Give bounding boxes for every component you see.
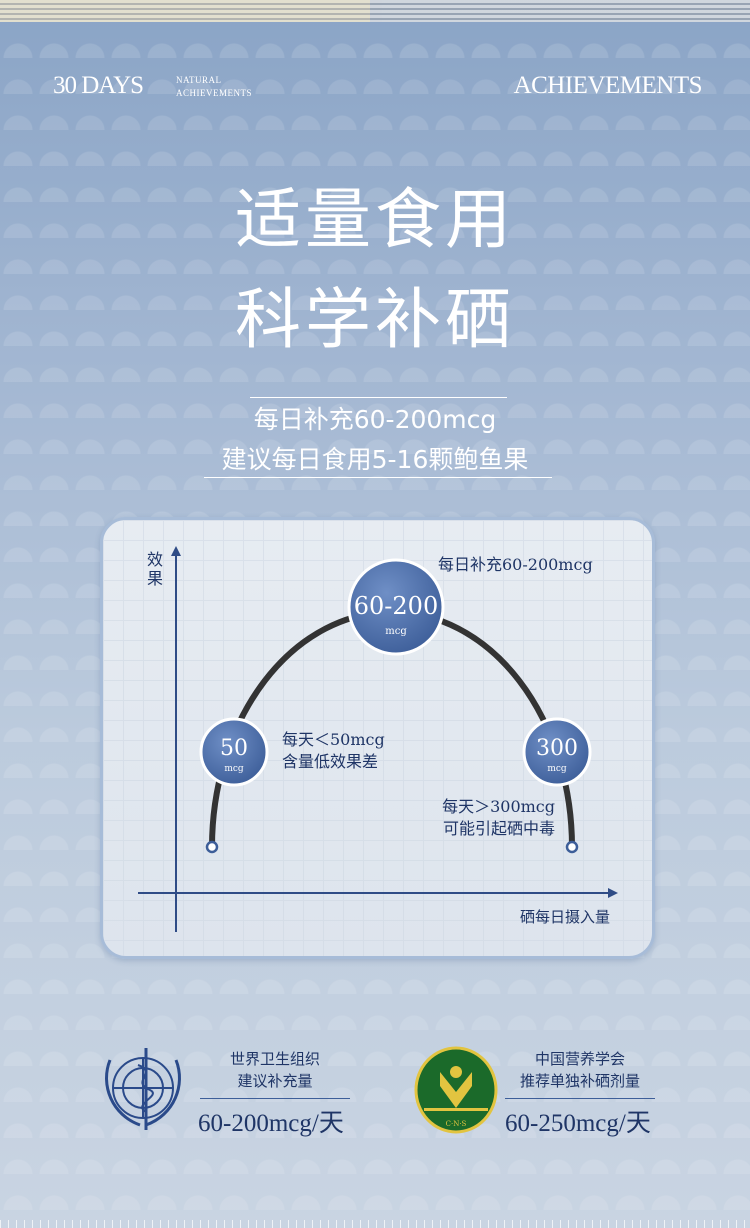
divider — [200, 1098, 350, 1099]
optimal-note: 每日补充60-200mcg — [438, 555, 593, 574]
point-50: 50 mcg — [199, 717, 269, 787]
y-axis-arrow-icon — [171, 546, 181, 556]
curve-end-point — [565, 840, 579, 854]
y-axis-label-1: 效 — [147, 550, 163, 569]
top-decorative-stripes — [0, 0, 750, 22]
divider — [204, 477, 552, 478]
title-line-2: 科学补硒 — [235, 281, 515, 358]
header-achievements: ACHIEVEMENTS — [513, 72, 703, 99]
brand-sub-line-2: ACHIEVEMENTS — [176, 88, 252, 98]
divider — [250, 397, 507, 398]
x-axis-label: 硒每日摄入量 — [520, 908, 610, 926]
low-note-1: 每天＜50mcg — [282, 730, 385, 749]
cns-name: 中国营养学会 — [534, 1050, 625, 1068]
cns-desc: 推荐单独补硒剂量 — [519, 1072, 640, 1090]
point-value: 60-200 — [354, 592, 438, 620]
brand-subtitle: NATURAL ACHIEVEMENTS — [176, 74, 252, 100]
who-logo-icon — [105, 1048, 181, 1130]
point-60-200: 60-200 mcg — [347, 558, 445, 656]
point-300: 300 mcg — [522, 717, 592, 787]
who-desc: 建议补充量 — [237, 1072, 313, 1090]
high-note-2: 可能引起硒中毒 — [443, 819, 555, 838]
point-unit: mcg — [547, 764, 567, 774]
subtitle-line-2: 建议每日食用5-16颗鲍鱼果 — [221, 445, 529, 474]
point-unit: mcg — [224, 764, 244, 774]
bottom-ruler — [0, 1220, 750, 1228]
brand-sub-line-1: NATURAL — [176, 75, 222, 85]
cns-org: 中国营养学会 推荐单独补硒剂量 — [505, 1048, 655, 1092]
point-unit: mcg — [385, 626, 407, 637]
cns-logo-icon: C·N·S — [414, 1046, 498, 1134]
x-axis-arrow-icon — [608, 888, 618, 898]
who-org: 世界卫生组织 建议补充量 — [200, 1048, 350, 1092]
divider — [505, 1098, 655, 1099]
point-value: 300 — [536, 736, 578, 761]
who-name: 世界卫生组织 — [229, 1050, 320, 1068]
point-value: 50 — [220, 736, 248, 761]
page-title: 适量食用 科学补硒 — [0, 170, 750, 370]
cns-value: 60-250mcg/天 — [505, 1110, 651, 1137]
title-line-1: 适量食用 — [235, 181, 515, 258]
curve-start-point — [205, 840, 219, 854]
high-note-1: 每天＞300mcg — [442, 797, 555, 816]
who-value: 60-200mcg/天 — [198, 1110, 344, 1137]
low-note-2: 含量低效果差 — [282, 752, 378, 771]
brand-logo: 30 DAYS — [53, 72, 144, 99]
svg-text:C·N·S: C·N·S — [446, 1120, 467, 1128]
subtitle-line-1: 每日补充60-200mcg — [253, 405, 497, 434]
y-axis-label-2: 果 — [147, 569, 163, 588]
